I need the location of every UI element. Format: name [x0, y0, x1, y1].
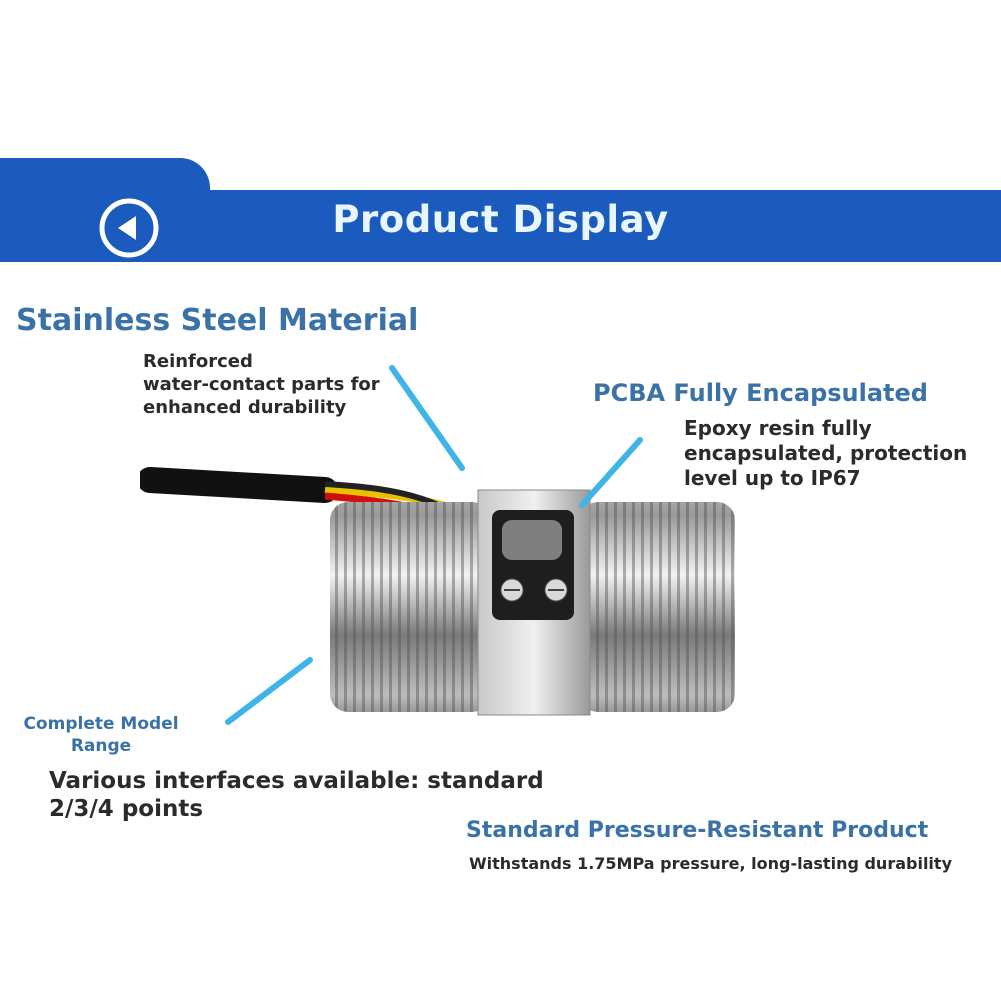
pressure-description: Withstands 1.75MPa pressure, long-lastin…	[469, 854, 952, 873]
pcba-line: Epoxy resin fully	[684, 416, 872, 440]
model-line: Various interfaces available: standard	[49, 768, 544, 794]
banner-title: Product Display	[332, 198, 669, 241]
stainless-line: Reinforced	[143, 351, 253, 372]
model-description: Various interfaces available: standard 2…	[49, 767, 544, 823]
model-title: Complete Model Range	[20, 713, 182, 757]
model-title-line: Complete Model	[23, 714, 179, 734]
stainless-description: Reinforced water-contact parts for enhan…	[143, 350, 380, 419]
back-arrow-icon	[99, 198, 159, 258]
stainless-title: Stainless Steel Material	[16, 303, 419, 338]
model-title-line: Range	[70, 736, 132, 756]
model-line: 2/3/4 points	[49, 796, 204, 822]
flow-sensor-image	[140, 467, 735, 716]
pcba-line: level up to IP67	[684, 466, 861, 490]
back-button[interactable]	[97, 196, 161, 260]
pcba-line: encapsulated, protection	[684, 441, 968, 465]
stainless-line: water-contact parts for	[143, 374, 380, 395]
pressure-title: Standard Pressure-Resistant Product	[466, 818, 929, 843]
header-banner: Product Display	[0, 158, 1001, 262]
pcba-title: PCBA Fully Encapsulated	[593, 379, 928, 407]
banner-bar	[0, 190, 1001, 262]
pcba-description: Epoxy resin fully encapsulated, protecti…	[684, 416, 967, 491]
stainless-line: enhanced durability	[143, 397, 347, 418]
